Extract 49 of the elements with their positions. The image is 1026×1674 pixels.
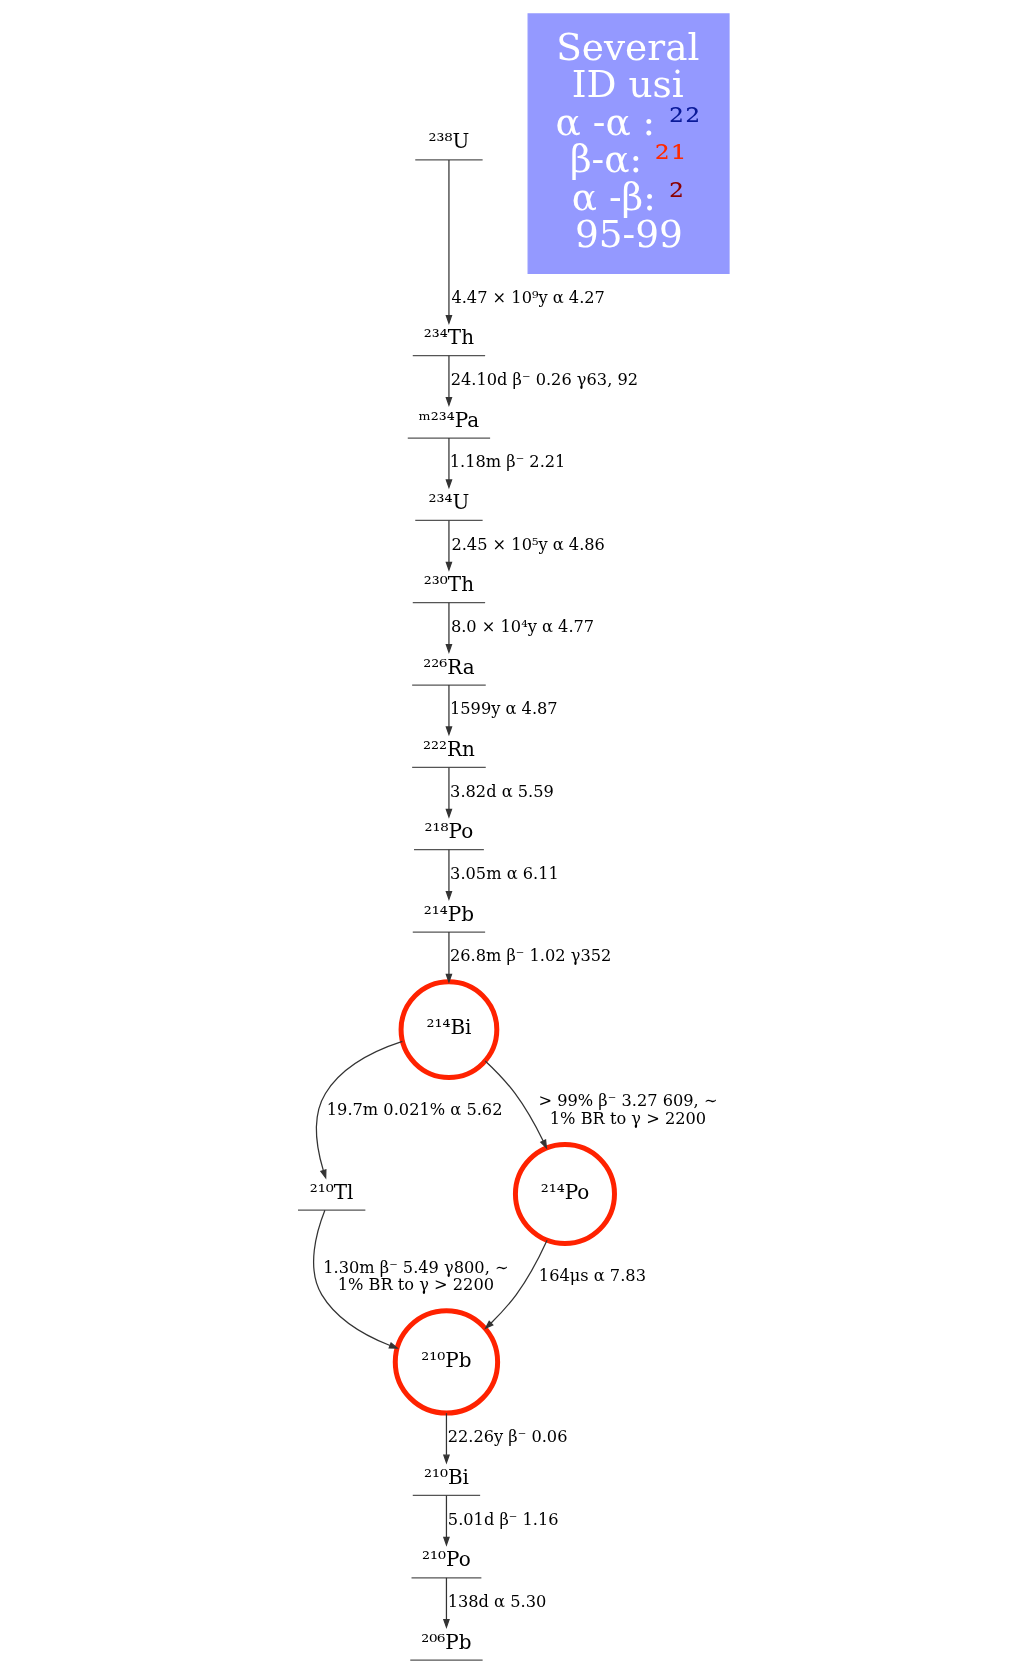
node-box: Several ID usi α -α : ²² β-α: ²¹ α -β: ² 95-99 <box>527 13 730 274</box>
edge-label: > 99% β⁻ 3.27 609, ∼ 1% BR to γ > 2200 <box>537 1091 717 1128</box>
node-text: ²³⁴U <box>428 489 469 514</box>
edge-label: 3.82d α 5.59 <box>449 781 554 801</box>
edge-label: 164μs α 7.83 <box>538 1266 646 1286</box>
arrow <box>444 684 452 737</box>
node-circle: ²¹⁴Bi <box>398 979 499 1080</box>
edge-label: 1599y α 4.87 <box>449 699 558 719</box>
node-text: ²⁰⁶Pb <box>420 1629 472 1654</box>
node-text: ²²²Rn <box>422 736 475 761</box>
node-text: ²¹⁴Pb <box>423 901 474 926</box>
node-text: ²¹⁸Po <box>424 819 473 844</box>
edge-label: 19.7m 0.021% α 5.62 <box>326 1100 502 1120</box>
arrow <box>442 1494 450 1547</box>
edge-label: 8.0 × 10⁴y α 4.77 <box>450 616 594 636</box>
edge-label: 5.01d β⁻ 1.16 <box>447 1509 559 1529</box>
edge-label: 26.8m β⁻ 1.02 γ352 <box>449 946 611 966</box>
node-text: ²¹⁰Bi <box>423 1464 469 1489</box>
edge-label: 22.26y β⁻ 0.06 <box>447 1427 567 1447</box>
arrow <box>444 437 452 490</box>
arrow <box>484 1060 547 1150</box>
node-text: ²³⁰Th <box>423 572 474 597</box>
node-text: ²¹⁰Tl <box>309 1179 354 1204</box>
node-circle: ²¹⁴Po <box>512 1142 617 1247</box>
arrow <box>444 931 452 984</box>
arrow <box>312 1209 399 1349</box>
edge-label: 4.47 × 10⁹y α 4.27 <box>450 287 605 307</box>
edge-label: 3.05m α 6.11 <box>449 863 559 883</box>
arrow <box>444 355 452 407</box>
node-circle: ²¹⁰Pb <box>392 1308 500 1416</box>
arrow <box>483 1239 548 1330</box>
edge-label: 1.30m β⁻ 5.49 γ800, ∼ 1% BR to γ > 2200 <box>322 1257 509 1295</box>
node-text: ²³⁸U <box>428 129 469 154</box>
edge-label: 2.45 × 10⁵y α 4.86 <box>450 534 605 554</box>
node-text: ²³⁴Th <box>423 325 474 350</box>
arrow <box>444 766 452 819</box>
arrow <box>315 1040 403 1180</box>
node-text: ²¹⁰Po <box>421 1547 471 1572</box>
arrow <box>444 159 452 326</box>
edge-label: 138d α 5.30 <box>447 1591 546 1611</box>
arrow <box>442 1412 450 1465</box>
edge-label: 1.18m β⁻ 2.21 <box>449 452 565 472</box>
arrow <box>444 519 452 572</box>
node-text: ²²⁶Ra <box>422 654 475 679</box>
arrow <box>442 1577 450 1630</box>
arrow <box>444 602 452 654</box>
edge-label: 24.10d β⁻ 0.26 γ63, 92 <box>450 369 638 389</box>
arrow <box>444 849 452 901</box>
node-text: ᵐ²³⁴Pa <box>418 407 479 432</box>
